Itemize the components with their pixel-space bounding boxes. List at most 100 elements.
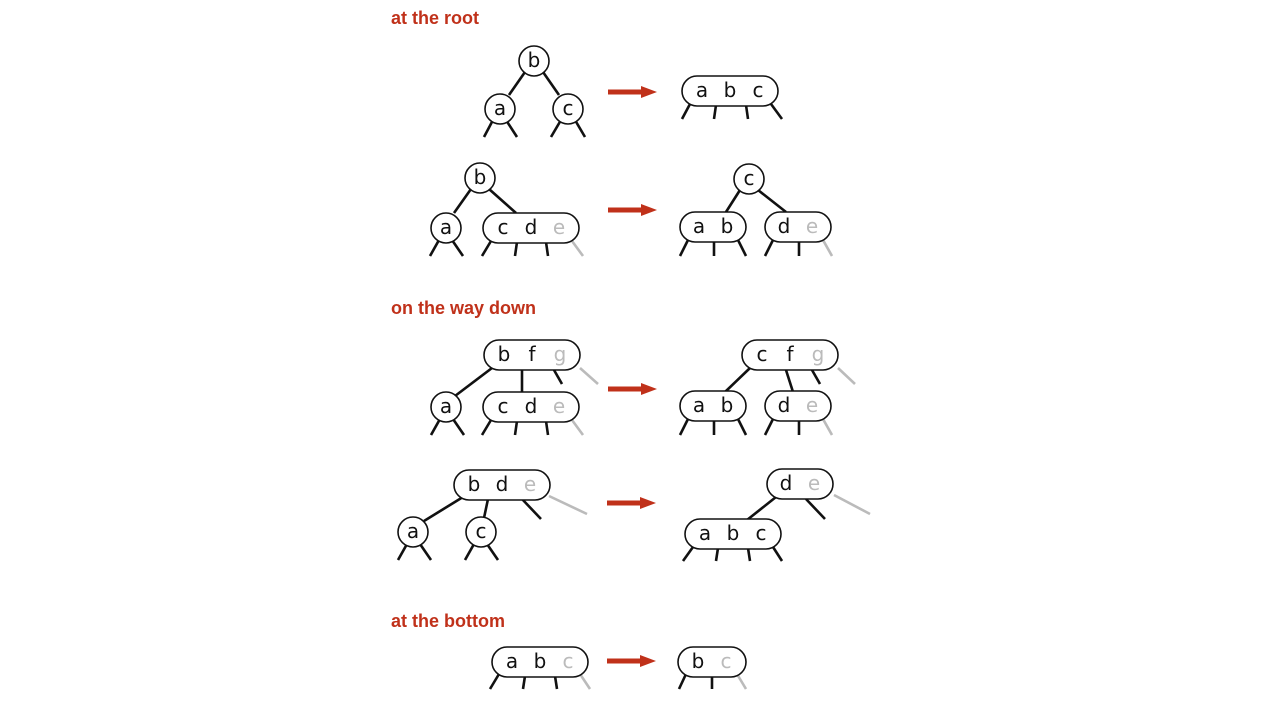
node-pill: [677, 646, 747, 678]
link: [521, 675, 527, 690]
link: [513, 420, 519, 436]
link: [771, 546, 784, 562]
heading-at-the-bottom: at the bottom: [391, 611, 505, 631]
arrow-right-icon: [608, 204, 657, 216]
link: [549, 119, 563, 138]
link: [746, 547, 752, 562]
link: [504, 119, 519, 138]
node-key: d: [525, 394, 538, 418]
node-circle: [397, 516, 429, 548]
link: [746, 495, 777, 522]
link-faded: [570, 419, 585, 436]
node-key: g: [812, 342, 825, 366]
node-pill: [491, 646, 589, 678]
node-pill: [483, 339, 581, 371]
tree-links: [396, 71, 871, 690]
link: [680, 103, 692, 120]
node-circle: [430, 212, 462, 244]
node-key: b: [724, 78, 737, 102]
node-key: a: [407, 519, 419, 543]
tree-node: c: [465, 516, 497, 548]
link: [463, 543, 476, 561]
node-key: e: [524, 472, 536, 496]
arrow-right-icon: [607, 497, 656, 509]
tree-node: b: [518, 45, 550, 77]
link: [681, 546, 695, 562]
link: [485, 543, 500, 561]
node-key: a: [696, 78, 708, 102]
node-key: f: [786, 342, 794, 366]
node-key: c: [498, 394, 509, 418]
link: [810, 369, 822, 385]
link-faded: [578, 673, 592, 690]
node-key: a: [440, 394, 452, 418]
link: [784, 369, 795, 393]
link: [677, 673, 688, 690]
node-pill: [679, 211, 747, 243]
node-pill: [764, 211, 832, 243]
arrow-right-icon: [608, 86, 657, 98]
link: [757, 188, 787, 214]
link: [552, 369, 564, 385]
node-key: b: [721, 214, 734, 238]
link-faded: [821, 418, 834, 436]
node-key: d: [780, 471, 793, 495]
link: [678, 239, 690, 257]
link: [521, 498, 542, 520]
node-key: c: [563, 96, 574, 120]
link: [428, 239, 441, 257]
node-key: b: [534, 649, 547, 673]
node-key: c: [753, 78, 764, 102]
node-key: c: [476, 519, 487, 543]
link: [763, 239, 775, 257]
node-key: c: [498, 215, 509, 239]
node-key: c: [563, 649, 574, 673]
node-pill: [482, 212, 580, 244]
link: [541, 71, 561, 96]
link: [736, 418, 748, 436]
node-pill: [684, 518, 782, 550]
node-circle: [552, 93, 584, 125]
link-faded: [735, 673, 748, 690]
node-key: c: [757, 342, 768, 366]
node-circle: [465, 516, 497, 548]
link-faded: [837, 367, 856, 385]
link: [488, 188, 517, 214]
node-key: a: [494, 96, 506, 120]
node-key: b: [498, 342, 511, 366]
node-key: a: [693, 214, 705, 238]
node-key: g: [554, 342, 567, 366]
link: [482, 498, 490, 519]
link: [482, 119, 495, 138]
link: [454, 366, 493, 398]
link: [678, 418, 690, 436]
node-key: e: [806, 393, 818, 417]
tree-node: b: [464, 162, 496, 194]
node-key: a: [693, 393, 705, 417]
link: [763, 418, 775, 436]
tree-node: a: [430, 212, 462, 244]
link-faded: [548, 494, 588, 516]
link: [544, 420, 550, 436]
tree-node: c: [733, 163, 765, 195]
link-faded: [570, 240, 585, 257]
node-key: b: [727, 521, 740, 545]
node-circle: [464, 162, 496, 194]
link: [714, 547, 720, 562]
transform-arrows: [607, 86, 657, 667]
node-circle: [430, 391, 462, 423]
tree-node: a: [397, 516, 429, 548]
link: [769, 103, 784, 120]
node-pill: [681, 75, 779, 107]
link: [423, 495, 464, 523]
